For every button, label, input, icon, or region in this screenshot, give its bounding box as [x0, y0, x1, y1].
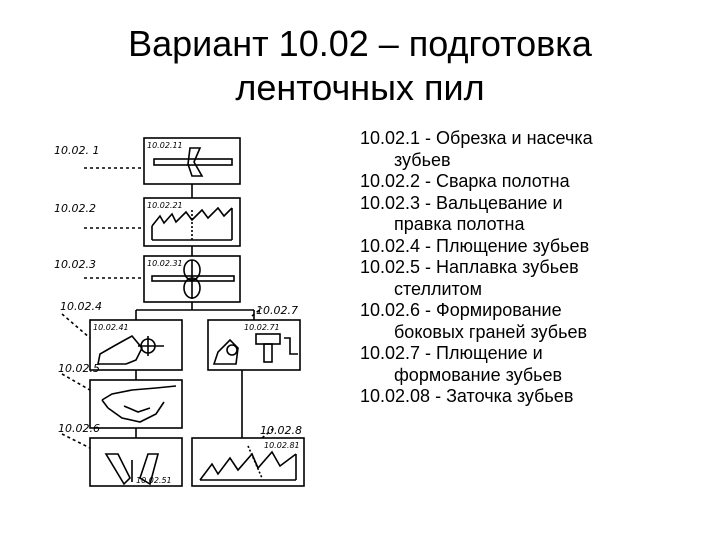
legend-item-text: 10.02.2 - Сварка полотна [360, 171, 570, 191]
stage-label: 10.02.3 [54, 258, 96, 271]
title-line-2: ленточных пил [235, 67, 485, 108]
sketch-forming [212, 333, 298, 365]
flowchart-svg: 10.02. 1 10.02.2 10.02.3 10.02.4 10.02.5… [54, 137, 305, 487]
sketch-cutting [153, 147, 233, 177]
lead-line [261, 427, 275, 439]
legend-item-continuation: стеллитом [394, 278, 482, 299]
box-label: 10.02.31 [147, 259, 183, 268]
stage-label: 10.02.7 [256, 304, 298, 317]
legend-item-continuation: боковых граней зубьев [394, 321, 588, 342]
lead-line [61, 313, 91, 339]
lead-line [61, 433, 91, 449]
stage-label: 10.02.8 [260, 424, 302, 437]
legend-item-continuation: зубьев [394, 149, 451, 170]
sketch-side-faces [104, 453, 160, 486]
box-label: 10.02.21 [147, 201, 183, 210]
box-10-02-8 [191, 437, 305, 487]
lead-line [251, 307, 263, 317]
sketch-sharpening [199, 445, 297, 481]
box-label: 10.02.71 [244, 323, 280, 332]
legend-item-continuation: правка полотна [394, 214, 525, 234]
box-label: 10.02.11 [147, 141, 183, 150]
legend-item-text: 10.02.1 - Обрезка и насечка [360, 128, 593, 148]
legend-item-text: 10.02.4 - Плющение зубьев [360, 235, 590, 256]
legend-item: 10.02.2 - Сварка полотна [360, 171, 705, 193]
sketch-stellite [101, 385, 177, 423]
box-label: 10.02.81 [264, 441, 300, 450]
legend-item-text: 10.02.3 - Вальцевание и [360, 192, 563, 213]
lead-line [61, 373, 91, 391]
stage-label: 10.02.6 [58, 422, 100, 435]
legend-item-continuation: формование зубьев [394, 364, 563, 385]
legend-item-text: 10.02.08 - Заточка зубьев [360, 386, 574, 406]
stage-label: 10.02.5 [58, 362, 100, 375]
legend-item-text: 10.02.7 - Плющение и [360, 343, 543, 363]
title-line-1: Вариант 10.02 – подготовка [128, 23, 592, 64]
legend-item-text: 10.02.6 - Формирование [360, 300, 562, 320]
legend-item-text: 10.02.5 - Наплавка зубьев [360, 257, 579, 277]
stage-label: 10.02. 1 [54, 144, 99, 157]
slide-title: Вариант 10.02 – подготовка ленточных пил [0, 22, 720, 110]
legend-item: 10.02.08 - Заточка зубьев [360, 386, 705, 408]
sketch-welding [151, 206, 233, 242]
box-label: 10.02.51 [136, 476, 172, 485]
process-flowchart: 10.02. 1 10.02.2 10.02.3 10.02.4 10.02.5… [52, 128, 332, 528]
sketch-flattening [97, 334, 164, 365]
stage-label: 10.02.2 [54, 202, 96, 215]
legend-item: 10.02.4 - Плющение зубьев [360, 236, 705, 258]
box-label: 10.02.41 [93, 323, 129, 332]
stage-label: 10.02.4 [60, 300, 102, 313]
sketch-rolling [151, 259, 235, 299]
